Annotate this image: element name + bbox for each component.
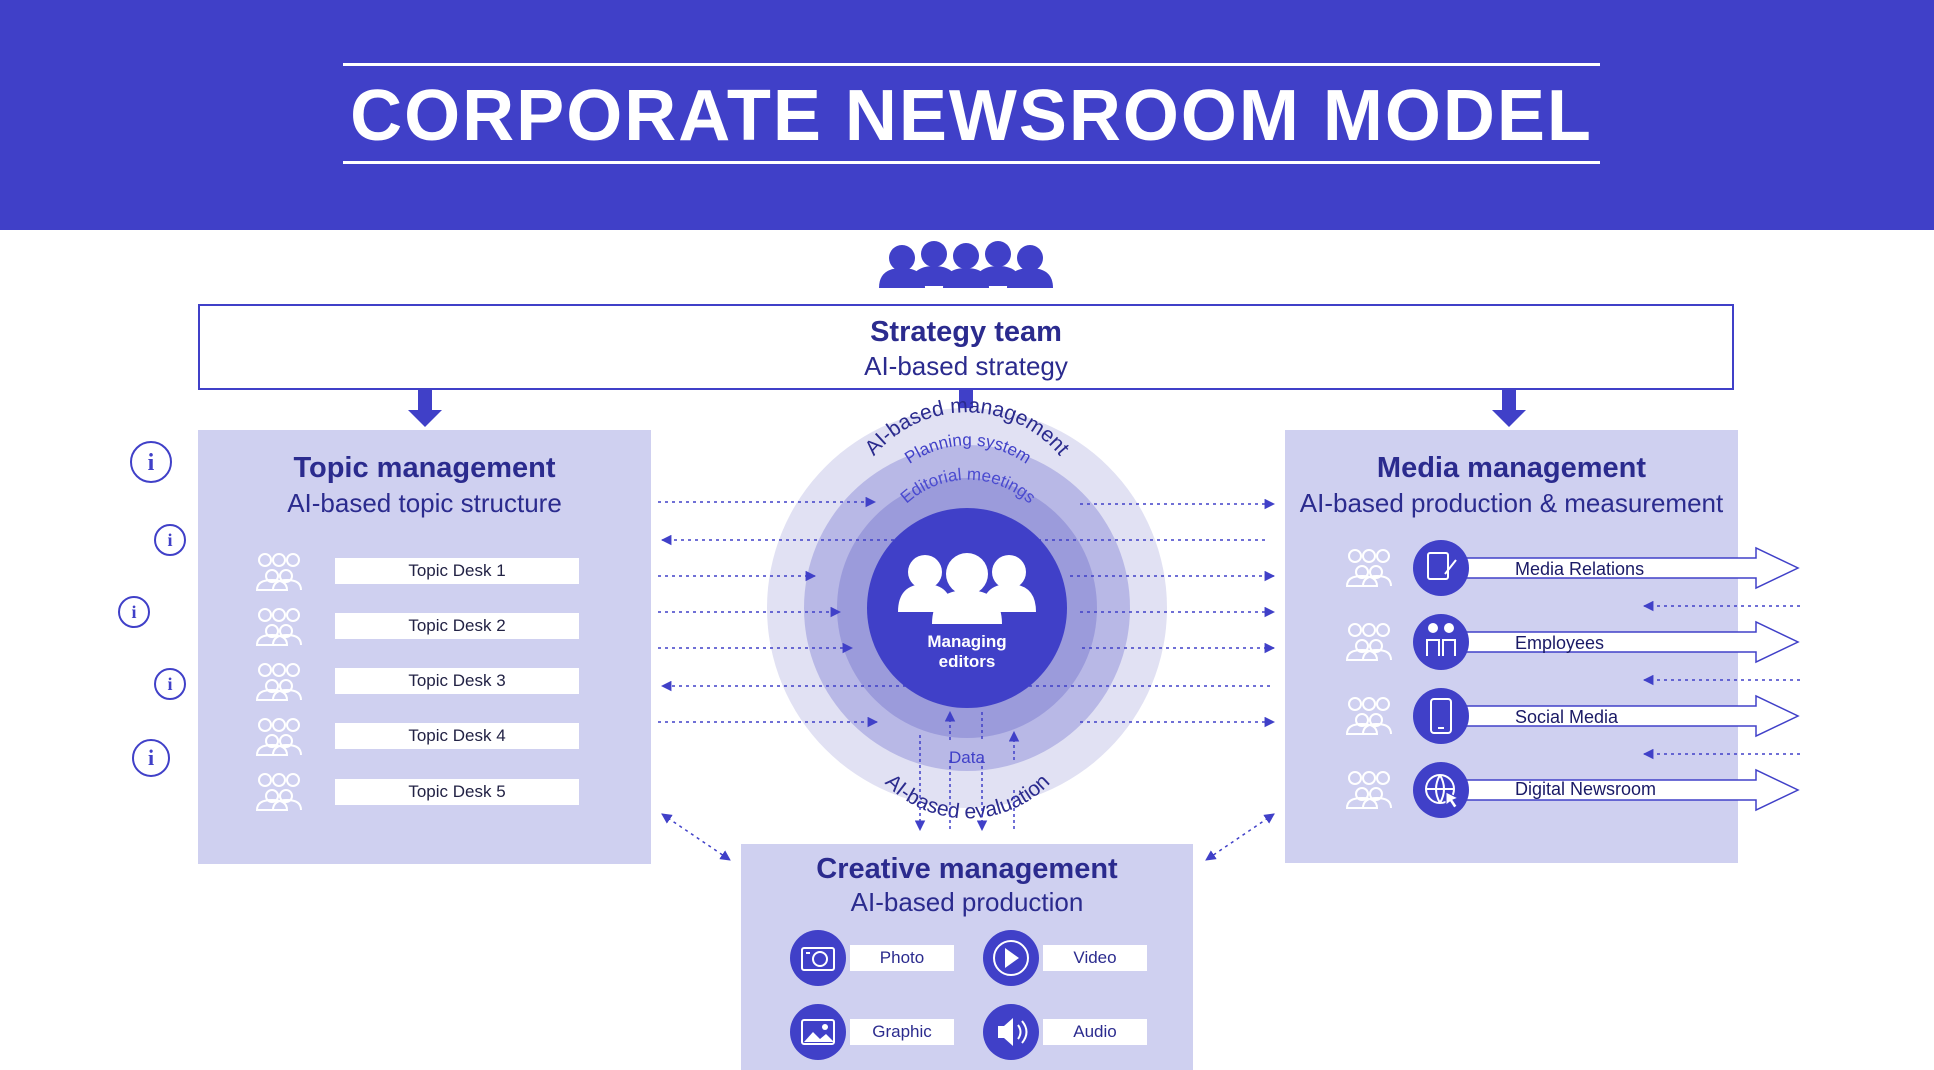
topic-desk-3: Topic Desk 3 — [335, 668, 579, 694]
center-media-arrows — [1070, 498, 1276, 728]
managing-editors-label: Managing editors — [902, 632, 1032, 672]
header-banner: CORPORATE NEWSROOM MODEL — [0, 0, 1934, 230]
channel-arrow-digital-newsroom — [1439, 768, 1800, 812]
topic-desk-icons — [255, 553, 302, 811]
page-title: CORPORATE NEWSROOM MODEL — [350, 76, 1593, 156]
image-icon — [790, 1004, 846, 1060]
channel-return-arrows — [1642, 600, 1800, 760]
topic-desk-5: Topic Desk 5 — [335, 779, 579, 805]
creative-label-graphic: Graphic — [850, 1019, 954, 1045]
svg-text:i: i — [131, 602, 136, 622]
team-icon — [1345, 697, 1392, 735]
header-bottom-rule — [343, 161, 1600, 164]
core-line-1: Managing — [927, 632, 1007, 651]
svg-text:i: i — [167, 530, 172, 550]
topic-management-panel: Topic management AI-based topic structur… — [198, 430, 651, 864]
team-icon — [255, 718, 302, 756]
arrow-down-topic — [408, 390, 442, 427]
camera-icon — [790, 930, 846, 986]
creative-label-audio: Audio — [1043, 1019, 1147, 1045]
info-icon — [132, 739, 170, 777]
team-icon — [1345, 771, 1392, 809]
media-title: Media management — [1376, 452, 1647, 484]
creative-label-photo: Photo — [850, 945, 954, 971]
team-icon — [255, 553, 302, 591]
channel-label-social-media: Social Media — [1515, 707, 1619, 727]
channel-arrows — [1439, 546, 1800, 812]
svg-text:i: i — [148, 745, 154, 770]
topic-center-arrows — [658, 496, 1270, 728]
info-icon — [154, 668, 186, 700]
team-icon — [255, 773, 302, 811]
strategy-title: Strategy team — [870, 316, 1062, 348]
info-icon — [130, 441, 172, 483]
topic-desk-2: Topic Desk 2 — [335, 613, 579, 639]
topic-subtitle: AI-based topic structure — [287, 488, 562, 518]
strategy-team-box: Strategy team AI-based strategy — [198, 304, 1734, 390]
arrow-down-media — [1492, 390, 1526, 427]
info-icon — [154, 524, 186, 556]
strategy-subtitle: AI-based strategy — [864, 351, 1068, 381]
topic-title: Topic management — [293, 452, 556, 484]
data-arrows — [914, 710, 1020, 832]
media-subtitle: AI-based production & measurement — [1299, 488, 1724, 518]
team-icon — [1345, 549, 1392, 587]
team-icon — [255, 608, 302, 646]
channel-arrow-media-relations — [1439, 546, 1800, 590]
creative-label-video: Video — [1043, 945, 1147, 971]
svg-text:i: i — [148, 450, 155, 476]
strategy-team-icon — [879, 241, 1053, 288]
svg-text:i: i — [167, 674, 172, 694]
creative-subtitle: AI-based production — [850, 887, 1084, 917]
notepad-pencil-icon — [1413, 540, 1469, 596]
topic-desk-1: Topic Desk 1 — [335, 558, 579, 584]
team-icon — [255, 663, 302, 701]
header-top-rule — [343, 63, 1600, 66]
media-team-icons — [1345, 549, 1392, 809]
channel-label-employees: Employees — [1515, 633, 1605, 653]
channel-label-media-relations: Media Relations — [1515, 559, 1645, 579]
topic-desk-4: Topic Desk 4 — [335, 723, 579, 749]
info-icon — [118, 596, 150, 628]
managing-editors-icon — [898, 553, 1036, 624]
channel-arrow-social-media — [1439, 694, 1800, 738]
smartphone-icon — [1413, 688, 1469, 744]
channel-arrow-employees — [1439, 620, 1800, 664]
channel-icon-glyphs — [1425, 552, 1457, 804]
creative-title: Creative management — [816, 853, 1118, 885]
info-glyphs: i i i i i — [131, 450, 172, 770]
channel-label-digital-newsroom: Digital Newsroom — [1515, 779, 1657, 799]
cursor-glyph — [1445, 791, 1460, 809]
data-label: Data — [949, 748, 985, 767]
info-icons — [118, 441, 186, 777]
team-icon — [1345, 623, 1392, 661]
core-line-2: editors — [938, 652, 996, 671]
